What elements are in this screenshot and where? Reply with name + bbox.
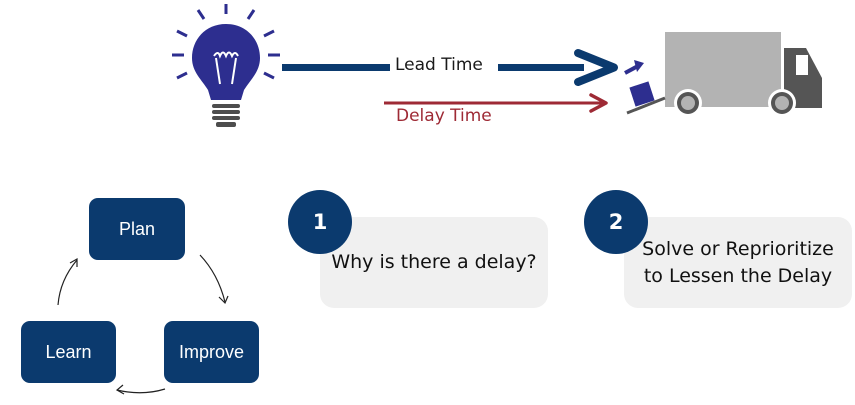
cycle-step-label: Plan — [118, 218, 156, 239]
step-number-badge-1: 1 — [288, 190, 352, 254]
step-card-2: Solve or Reprioritize to Lessen the Dela… — [624, 217, 852, 308]
cycle-step-label: Improve — [178, 341, 245, 362]
cycle-step-plan: Plan — [89, 198, 185, 260]
cycle-step-improve: Improve — [164, 321, 259, 383]
step-number: 1 — [312, 210, 328, 234]
lead-time-arrow — [282, 49, 618, 86]
lightbulb-icon — [172, 4, 280, 127]
step-number: 2 — [608, 210, 624, 234]
cycle-arrows — [57, 254, 229, 395]
step-text: Why is there a delay? — [331, 251, 537, 273]
delay-time-label: Delay Time — [396, 106, 492, 126]
cycle-step-label: Learn — [45, 341, 92, 362]
step-number-badge-2: 2 — [584, 190, 648, 254]
step-card-1: Why is there a delay? — [320, 217, 548, 308]
step-text-line1: Solve or Reprioritize — [642, 237, 834, 260]
cycle-step-learn: Learn — [21, 321, 116, 383]
delay-time-arrow — [384, 93, 608, 113]
delivery-truck-icon — [624, 32, 822, 117]
step-text-line2: to Lessen the Delay — [643, 264, 833, 287]
lead-time-label: Lead Time — [395, 55, 483, 75]
